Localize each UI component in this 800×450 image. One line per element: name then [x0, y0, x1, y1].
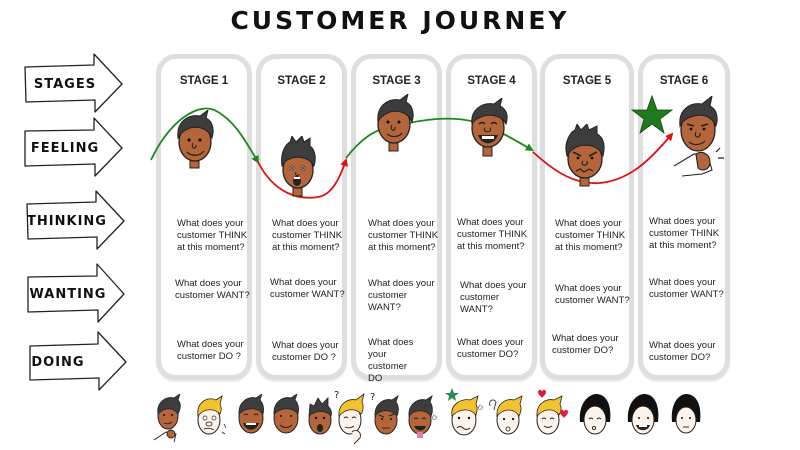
delighted-face-icon	[471, 98, 508, 157]
in-love-face-icon	[536, 389, 568, 435]
confident-face-icon	[673, 96, 724, 177]
wanting-prompt: What does your customer WANT?	[555, 283, 630, 306]
thoughtful-face-icon	[153, 394, 181, 443]
row-arrow-doing: DOING	[22, 330, 128, 394]
arrow-right-icon	[27, 263, 125, 323]
thinking-prompt: What does your customer THINK at this mo…	[457, 217, 528, 252]
doing-prompt: What does your customer DO ?	[272, 340, 339, 363]
stage-card-1: STAGE 1 What does your customer THINK at…	[156, 54, 252, 380]
skeptical-face-icon: ?	[370, 392, 399, 435]
stage-title: STAGE 2	[277, 75, 326, 87]
content-face-icon	[377, 94, 414, 152]
page-title: CUSTOMER JOURNEY	[230, 6, 570, 35]
woman-laughing-face-icon	[627, 394, 659, 435]
woman-whistling-face-icon	[579, 394, 611, 435]
row-arrow-stages: STAGES	[22, 52, 128, 116]
wanting-prompt: What does your customer WANT?	[368, 278, 435, 313]
row-arrow-feeling: FEELING	[22, 116, 128, 180]
row-label-wanting: WANTING	[29, 286, 107, 302]
svg-text:✩: ✩	[431, 413, 438, 422]
thinking-prompt: What does your customer THINK at this mo…	[368, 218, 439, 253]
worried-face-icon	[197, 395, 227, 435]
thinking-prompt: What does your customer THINK at this mo…	[555, 218, 626, 253]
stage-title: STAGE 1	[179, 75, 229, 87]
svg-text:?: ?	[370, 392, 375, 403]
arrow-right-icon	[26, 190, 125, 250]
stage-title: STAGE 6	[659, 75, 709, 87]
stage-title: STAGE 4	[467, 75, 516, 87]
stage-card-5: STAGE 5 What does your customer THINK at…	[540, 54, 634, 380]
angry-face-icon	[565, 124, 605, 187]
thinking-prompt: What does your customer THINK at this mo…	[272, 218, 343, 253]
smiling-face-icon	[273, 394, 299, 434]
shocked-face-icon	[308, 397, 332, 435]
doing-prompt: What does your customer DO?	[457, 337, 524, 360]
row-label-feeling: FEELING	[30, 140, 100, 156]
doing-prompt: What does your customer DO	[368, 337, 414, 384]
woman-neutral-face-icon	[671, 394, 701, 434]
row-label-thinking: THINKING	[27, 213, 107, 229]
thinking-prompt: What does your customer THINK at this mo…	[177, 218, 248, 253]
wanting-prompt: What does your customer WANT?	[649, 277, 724, 300]
emotion-faces-strip: ? ? ✩ ✩	[152, 388, 712, 448]
stage-card-4: STAGE 4 What does your customer THINK at…	[446, 54, 537, 380]
stage-card-2: STAGE 2 What does your customer THINK at…	[256, 54, 347, 380]
laughing-face-icon	[238, 394, 264, 434]
doing-prompt: What does your customer DO ?	[177, 339, 244, 362]
pondering-face-icon: ?	[334, 390, 365, 445]
arrow-right-icon	[24, 117, 123, 177]
wanting-prompt: What does your customer WANT?	[175, 278, 250, 301]
thinking-prompt: What does your customer THINK at this mo…	[649, 216, 720, 251]
row-label-doing: DOING	[31, 354, 85, 370]
confused-face-icon	[489, 395, 523, 435]
row-arrow-thinking: THINKING	[22, 189, 128, 253]
pleased-face-icon: ✩	[408, 395, 438, 438]
wanting-prompt: What does your customer WANT?	[270, 277, 345, 300]
doing-prompt: What does your customer DO?	[649, 340, 716, 363]
happy-face-icon	[177, 110, 214, 169]
svg-text:✩: ✩	[477, 403, 484, 412]
row-arrow-wanting: WANTING	[22, 262, 128, 326]
wanting-prompt: What does your customer WANT?	[460, 280, 527, 315]
row-label-stages: STAGES	[33, 76, 97, 92]
stage-title: STAGE 5	[562, 75, 612, 87]
arrow-right-icon	[29, 331, 127, 391]
arrow-right-icon	[24, 53, 123, 113]
svg-text:?: ?	[334, 390, 339, 401]
dizzy-face-icon: ✩	[445, 388, 484, 436]
shocked-face-icon	[281, 136, 316, 197]
doing-prompt: What does your customer DO?	[552, 333, 619, 356]
stage-title: STAGE 3	[372, 75, 421, 87]
